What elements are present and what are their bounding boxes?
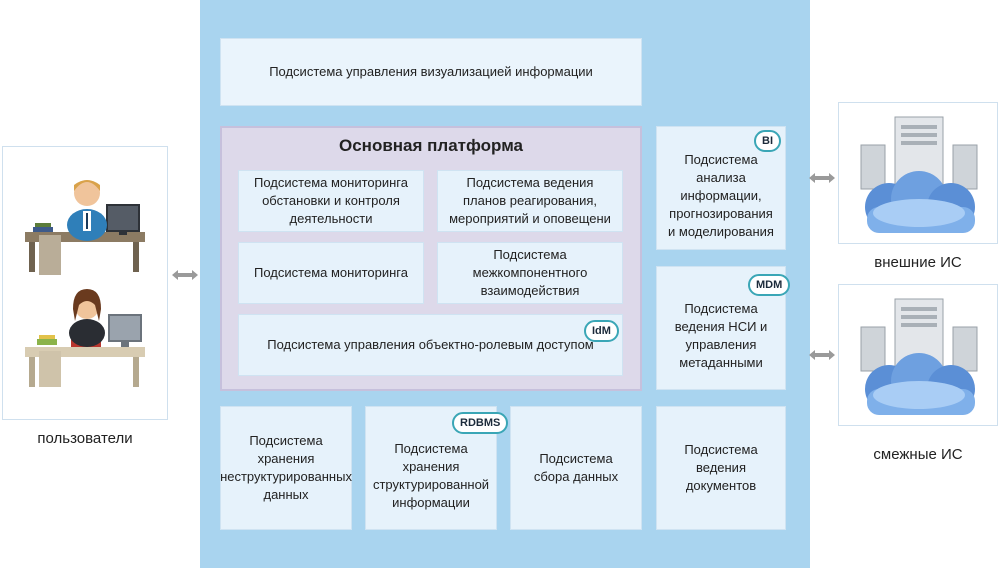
bidirectional-arrow-icon: [809, 350, 835, 360]
idm-badge: IdM: [584, 320, 619, 342]
monitoring-subsystem-box: Подсистема мониторинга: [238, 242, 424, 304]
documents-subsystem-box: Подсистема ведения документов: [656, 406, 786, 530]
external-systems-panel: [838, 102, 998, 244]
female-user-at-desk-illustration: [25, 289, 145, 387]
bidirectional-arrow-icon: [809, 173, 835, 183]
access-control-subsystem-box: Подсистема управления объектно-ролевым д…: [238, 314, 623, 376]
users-panel: [2, 146, 168, 420]
mdm-badge: MDM: [748, 274, 791, 296]
intercomponent-subsystem-box: Подсистема межкомпонентного взаимодейств…: [437, 242, 623, 304]
core-platform-title: Основная платформа: [339, 136, 523, 155]
bidirectional-arrow-icon: [172, 270, 198, 280]
visualization-subsystem-box: Подсистема управления визуализацией инфо…: [220, 38, 642, 106]
external-systems-caption: внешние ИС: [874, 254, 962, 271]
response-plans-subsystem-box: Подсистема ведения планов реагирования, …: [437, 170, 623, 232]
bi-badge: BI: [754, 130, 781, 152]
situation-monitoring-subsystem-box: Подсистема мониторинга обстановки и конт…: [238, 170, 424, 232]
data-collection-subsystem-box: Подсистема сбора данных: [510, 406, 642, 530]
analysis-subsystem-box: Подсистема анализа информации, прогнозир…: [656, 126, 786, 250]
server-cloud-icon: [860, 298, 978, 415]
users-caption: пользователи: [37, 430, 133, 447]
server-cloud-icon: [860, 116, 978, 233]
rdbms-badge: RDBMS: [452, 412, 509, 434]
unstructured-storage-subsystem-box: Подсистема хранения неструктурированных …: [220, 406, 352, 530]
adjacent-systems-caption: смежные ИС: [873, 446, 963, 463]
adjacent-systems-panel: [838, 284, 998, 426]
male-user-at-desk-illustration: [25, 180, 145, 275]
